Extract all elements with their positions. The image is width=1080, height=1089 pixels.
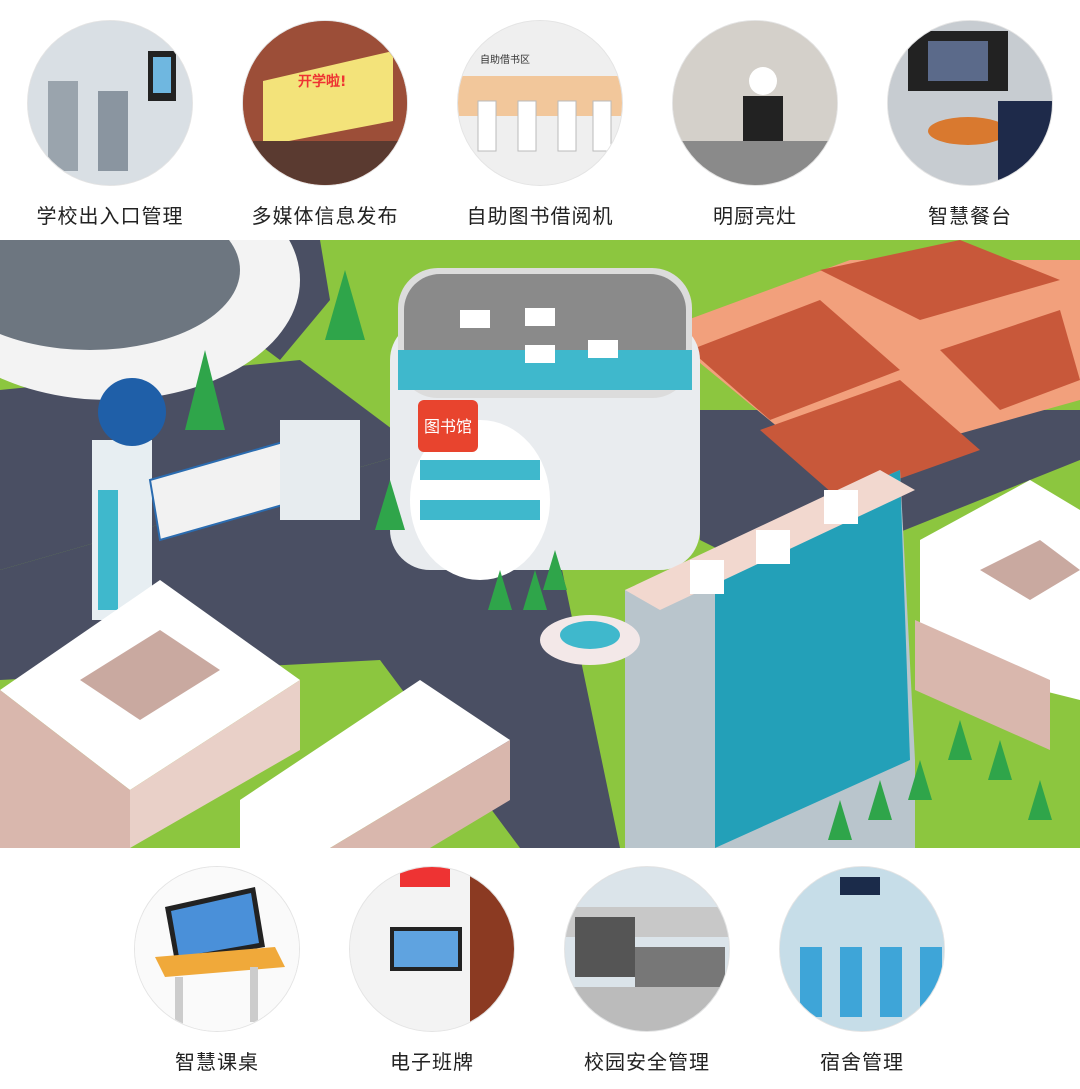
feature-label: 电子班牌	[390, 1050, 474, 1074]
feature-label: 智慧课桌	[175, 1050, 259, 1074]
dorm-turnstile-photo	[779, 866, 945, 1032]
kitchen-photo	[672, 20, 838, 186]
feature-open-kitchen: 明厨亮灶	[655, 20, 855, 229]
feature-label: 多媒体信息发布	[251, 204, 399, 228]
feature-smart-desk: 智慧课桌	[117, 866, 317, 1075]
trees	[185, 270, 1052, 840]
book-kiosk-photo: 自助借书区	[457, 20, 623, 186]
feature-label: 明厨亮灶	[713, 204, 797, 228]
feature-book-kiosk: 自助借书区 自助图书借阅机	[440, 20, 640, 229]
guard-house	[280, 420, 360, 520]
globe-tower	[92, 378, 166, 620]
kiosk-sign-text: 自助借书区	[480, 53, 530, 66]
feature-label: 学校出入口管理	[36, 204, 184, 228]
campus-gate-photo	[564, 866, 730, 1032]
smart-desk-photo	[134, 866, 300, 1032]
access-gate-photo	[27, 20, 193, 186]
feature-dorm-management: 宿舍管理	[762, 866, 962, 1075]
feature-campus-security: 校园安全管理	[547, 866, 747, 1075]
class-board-photo	[349, 866, 515, 1032]
feature-class-board: 电子班牌	[332, 866, 532, 1075]
feature-label: 宿舍管理	[820, 1050, 904, 1074]
feature-label: 智慧餐台	[928, 204, 1012, 228]
tall-office-building	[625, 470, 915, 848]
feature-label: 校园安全管理	[584, 1050, 710, 1074]
library-building: 图书馆	[390, 268, 700, 580]
feature-label: 自助图书借阅机	[466, 204, 614, 228]
feature-multimedia-publishing: 开学啦! 多媒体信息发布	[225, 20, 425, 229]
campus-map-illustration: 图书馆	[0, 240, 1080, 848]
billboard-text: 开学啦!	[298, 73, 346, 90]
feature-smart-canteen: 智慧餐台	[870, 20, 1070, 229]
smart-canteen-photo	[887, 20, 1053, 186]
library-sign: 图书馆	[424, 417, 472, 436]
basketball-courts	[660, 240, 1080, 500]
feature-access-control: 学校出入口管理	[10, 20, 210, 229]
billboard-photo: 开学啦!	[242, 20, 408, 186]
teaching-buildings	[0, 480, 1080, 848]
